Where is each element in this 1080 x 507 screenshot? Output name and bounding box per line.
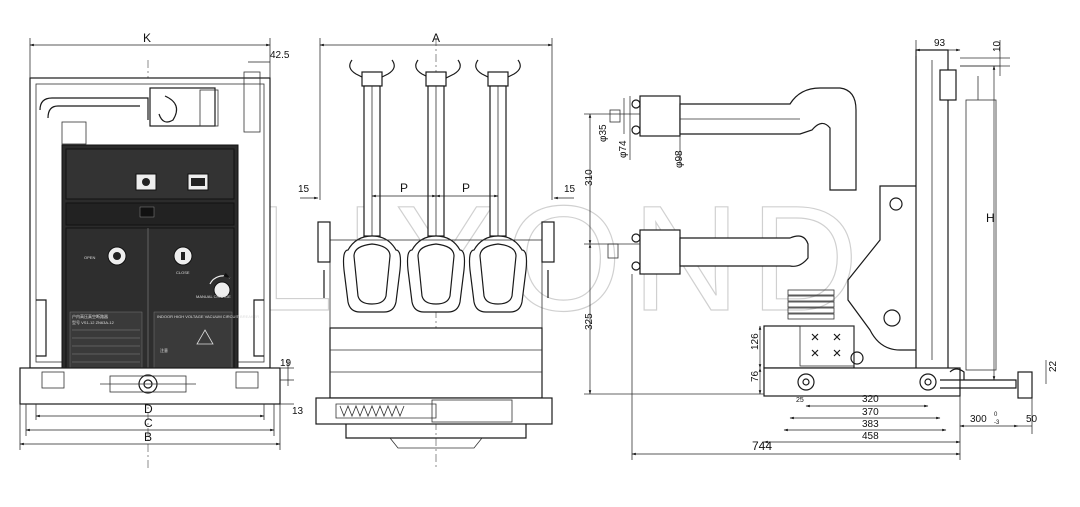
dim-25: 25 (796, 397, 804, 404)
dim-744: 744 (752, 439, 772, 453)
dim-C: C (144, 416, 153, 430)
pole-1 (342, 59, 402, 313)
warning-label: 注意 (160, 347, 168, 353)
manual-charge-label: MANUAL CHARGE (196, 294, 231, 299)
open-label: OPEN (84, 255, 95, 260)
pole-2 (406, 59, 466, 313)
dim-320: 320 (862, 394, 879, 405)
dim-370: 370 (862, 407, 879, 418)
dim-300-tol-upper: 0 (994, 412, 998, 418)
pole-3 (468, 59, 528, 313)
dim-phi98: φ98 (674, 150, 685, 168)
dim-76: 76 (750, 370, 761, 382)
dim-300: 300 (970, 414, 987, 425)
dim-10: 10 (992, 40, 1003, 52)
dim-B: B (144, 430, 152, 444)
dim-phi35: φ35 (598, 124, 609, 142)
dim-325: 325 (584, 313, 595, 330)
dim-P2: P (462, 181, 470, 195)
dim-phi74: φ74 (618, 140, 629, 158)
dim-310: 310 (584, 169, 595, 186)
dim-300-tol-lower: -3 (994, 420, 1000, 426)
dim-93: 93 (934, 38, 946, 49)
profile-view: 93 10 H 310 325 φ35 φ74 φ98 126 76 22 25 (584, 38, 1059, 460)
dim-22: 22 (1048, 360, 1059, 372)
dim-P1: P (400, 181, 408, 195)
front-view: OPEN CLOSE MANUAL CHARGE 户内高压真空断路器 型号 VS… (19, 31, 304, 470)
dim-K: K (143, 31, 151, 45)
nameplate-subtitle: INDOOR HIGH VOLTAGE VACUUM CIRCUIT BREAK… (157, 314, 259, 319)
dim-13: 13 (292, 406, 304, 417)
dim-126: 126 (750, 333, 761, 350)
close-label: CLOSE (176, 270, 190, 275)
nameplate-model: 型号 VS1-12 ZN63A-12 (72, 319, 115, 325)
dim-15-left: 15 (298, 184, 310, 195)
dim-19: 19 (280, 358, 292, 369)
dim-458: 458 (862, 431, 879, 442)
bellows (787, 289, 835, 320)
dim-42-5: 42.5 (270, 50, 290, 61)
dim-A: A (432, 31, 440, 45)
dim-D: D (144, 402, 153, 416)
nameplate-title: 户内高压真空断路器 (72, 313, 108, 319)
dim-50: 50 (1026, 414, 1038, 425)
dim-H: H (986, 211, 995, 225)
pole-view: A (298, 31, 576, 470)
dim-15-right: 15 (564, 184, 576, 195)
dim-383: 383 (862, 419, 879, 430)
